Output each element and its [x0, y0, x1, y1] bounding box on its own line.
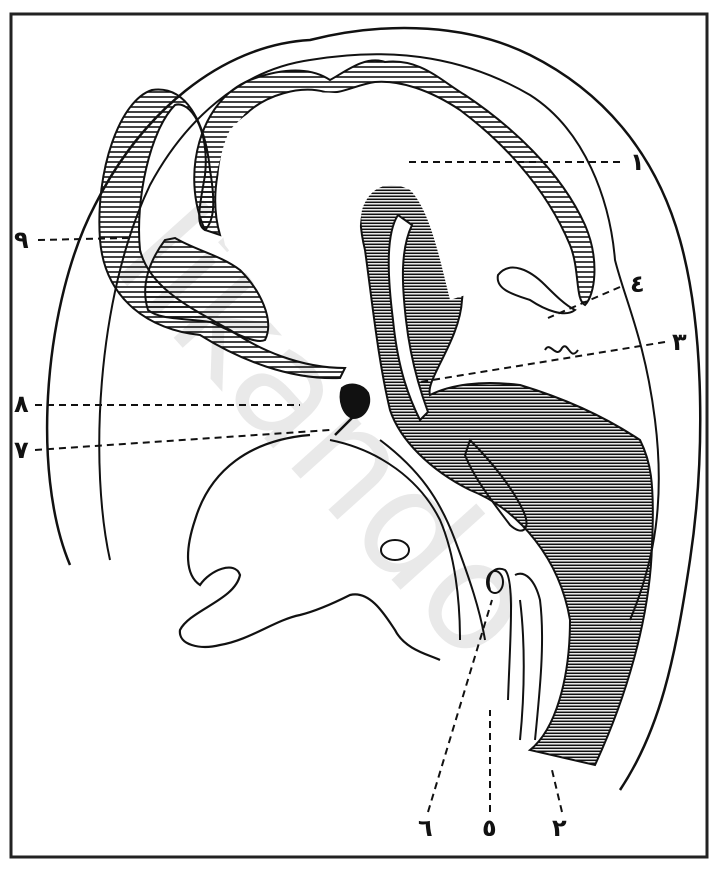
pituitary	[341, 385, 370, 418]
label-2: ٢	[552, 814, 567, 842]
label-7: ٧	[14, 436, 29, 464]
label-6: ٦	[418, 814, 433, 842]
label-5: ٥	[482, 814, 497, 842]
label-4: ٤	[630, 270, 645, 298]
label-8: ٨	[14, 390, 29, 418]
label-9: ٩	[14, 226, 29, 254]
label-3: ٣	[672, 328, 687, 356]
label-1: ١	[630, 148, 645, 176]
wavy-mark	[545, 346, 578, 353]
flap-structure	[498, 268, 575, 314]
